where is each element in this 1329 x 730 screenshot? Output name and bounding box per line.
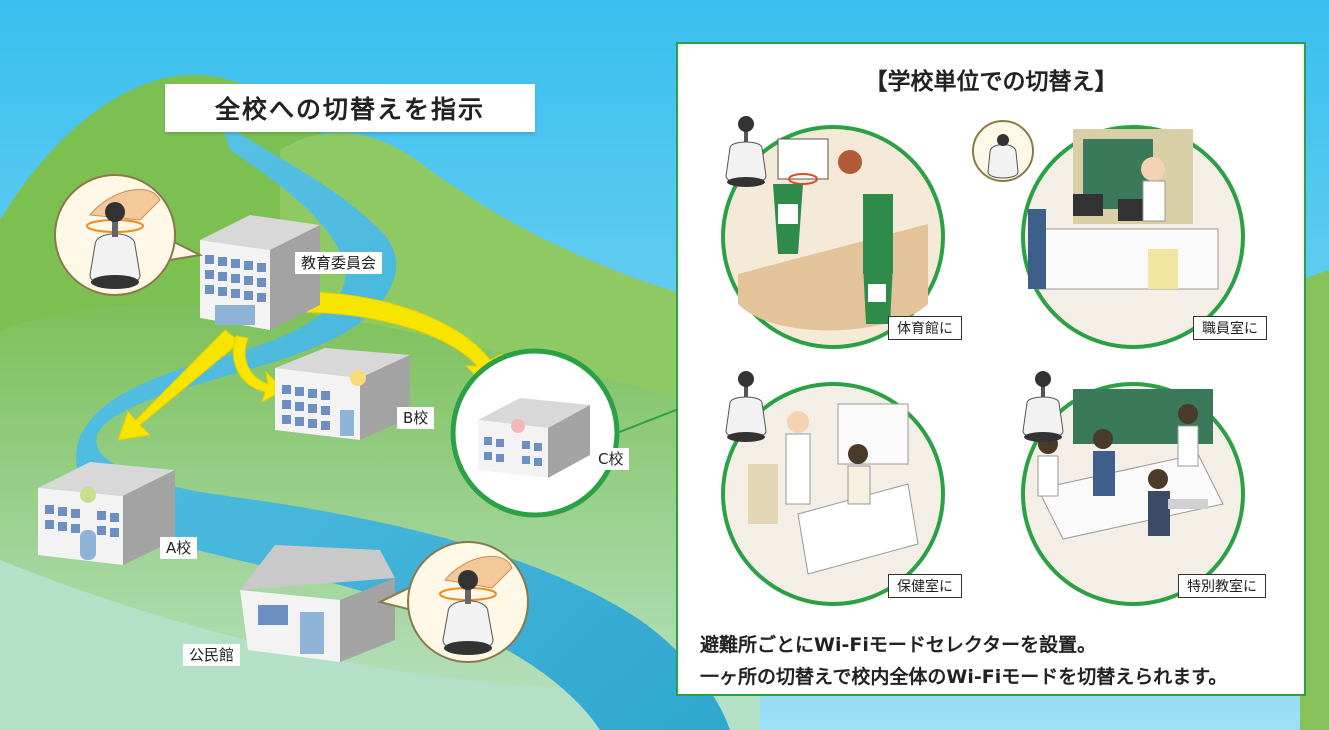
staff-room-scene: [972, 120, 1245, 349]
school-switch-panel: 【学校単位での切替え】: [676, 42, 1306, 696]
staff-room-label: 職員室に: [1193, 316, 1267, 340]
special-classroom-label: 特別教室に: [1178, 574, 1266, 598]
panel-title: 【学校単位での切替え】: [864, 69, 1118, 95]
headline: 全校への切替えを指示: [165, 84, 535, 132]
gym-label: 体育館に: [888, 316, 962, 340]
school-a-label: A校: [160, 537, 198, 559]
school-c-highlight: [450, 348, 677, 518]
infirmary-scene: [721, 382, 945, 606]
description-line-1: 避難所ごとにWi-Fiモードセレクターを設置。: [700, 634, 1097, 656]
school-c-label: C校: [592, 448, 630, 470]
selector-devices: [725, 116, 1064, 442]
school-b-label: B校: [397, 407, 435, 429]
scene-illustrations: [721, 116, 1245, 606]
community-hall-building: [240, 545, 395, 662]
gym-scene: [721, 125, 945, 349]
board-label: 教育委員会: [295, 252, 383, 274]
school-b-building: [275, 348, 410, 440]
arrow-to-a: [117, 329, 241, 441]
right-hill: [1300, 270, 1329, 730]
arrow-to-b: [232, 335, 285, 404]
description-line-2: 一ヶ所の切替えで校内全体のWi-Fiモードを切替えられます。: [700, 666, 1228, 688]
board-selector-callout: [54, 174, 204, 296]
special-classroom-scene: [1021, 382, 1245, 606]
river: [76, 120, 731, 730]
foreground-plain: [0, 560, 760, 730]
community-selector-callout: [377, 541, 529, 663]
board-building: [200, 215, 320, 330]
community-hall-label: 公民館: [183, 644, 241, 666]
infirmary-label: 保健室に: [888, 574, 962, 598]
